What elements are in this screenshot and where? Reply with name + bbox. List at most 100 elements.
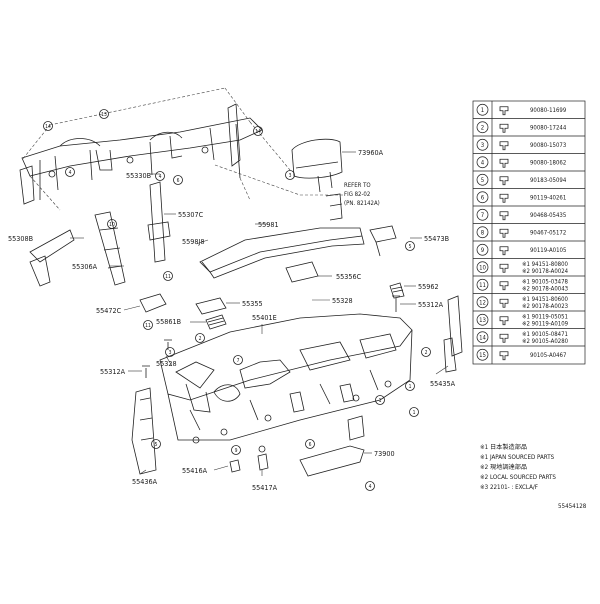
part-code: 90080-17244	[530, 124, 567, 131]
fastener-icon	[499, 106, 509, 116]
reference-number-circle	[405, 381, 415, 391]
fastener-icon	[499, 141, 509, 151]
part-code: ※1 94151-80600	[522, 296, 569, 303]
reference-number: 5	[155, 442, 158, 448]
passenger-airbag-module	[291, 138, 343, 193]
fastener-icon	[499, 123, 509, 133]
label-55473B: 55473B	[424, 234, 449, 243]
fastener-icon	[499, 246, 509, 256]
label-refer-to-2: FIG 82-02	[344, 191, 370, 198]
reference-number: 4	[159, 174, 162, 180]
reference-number: 10	[109, 222, 115, 228]
reference-number: 5	[409, 244, 412, 250]
table-row-number-circle	[476, 226, 489, 239]
label-refer-to-3: (PN. 82142A)	[344, 200, 380, 207]
label-55435A: 55435A	[430, 379, 456, 388]
label-55416A: 55416A	[182, 466, 208, 475]
table-row-number-circle	[476, 348, 489, 361]
label-55962: 55962	[418, 282, 439, 291]
assembly-leader-lines	[21, 87, 251, 211]
reference-number-circle	[195, 333, 205, 343]
reference-number-circle	[285, 170, 295, 180]
instrument-panel-main	[159, 313, 413, 444]
table-row-number: 13	[479, 317, 486, 324]
fastener-icon	[499, 158, 509, 168]
part-code: 90080-18062	[530, 159, 566, 166]
table-row-number-circle	[476, 331, 489, 344]
reference-number-circle	[65, 167, 75, 177]
footnote-japan-jp: ※1 日本製造部品	[480, 443, 527, 451]
reference-number: 13	[101, 112, 107, 118]
label-55330B: 55330B	[126, 171, 151, 180]
fastener-icon	[499, 211, 509, 221]
table-row-number: 8	[481, 229, 485, 236]
reference-number-circle	[165, 347, 175, 357]
side-vent-55962	[389, 282, 405, 299]
reference-number-circle	[421, 347, 431, 357]
part-code: ※1 94151-80800	[522, 261, 569, 268]
reference-number: 11	[165, 274, 171, 280]
label-55981: 55981	[258, 220, 279, 229]
label-73900: 73900	[374, 449, 395, 458]
side-panel-right-55435A	[443, 295, 463, 373]
reference-number: 3	[289, 173, 292, 179]
reference-number-circle	[143, 320, 153, 330]
label-55355: 55355	[242, 299, 263, 308]
reference-number-circle	[365, 481, 375, 491]
reference-number: 3	[169, 350, 172, 356]
reference-number-circle	[253, 126, 263, 136]
reference-number-circle	[173, 175, 183, 185]
glove-box-73900	[299, 415, 365, 477]
label-55472C: 55472C	[96, 306, 122, 315]
label-55436A: 55436A	[132, 477, 158, 486]
table-row-number-circle	[476, 261, 489, 274]
table-row-number-circle	[476, 208, 489, 221]
reference-number: 4	[369, 484, 372, 490]
part-code: ※1 90105-03478	[522, 279, 569, 286]
reference-number: 1	[409, 384, 412, 390]
part-code: 90468-05435	[530, 212, 566, 219]
table-row-number: 3	[481, 142, 484, 149]
label-55328-lower: 55328	[156, 359, 177, 368]
fastener-icon	[499, 281, 509, 291]
lower-small-parts	[229, 445, 269, 473]
table-row-number: 6	[481, 194, 485, 201]
label-55306A: 55306A	[72, 262, 98, 271]
part-code: 90105-A0467	[530, 352, 566, 359]
reference-number-circle	[409, 407, 419, 417]
label-55312A-left: 55312A	[100, 367, 126, 376]
reference-number-circle	[43, 121, 53, 131]
reference-number: 9	[235, 448, 238, 454]
table-row-number: 1	[481, 107, 484, 114]
reference-number: 14	[255, 129, 261, 135]
footnotes: ※1 日本製造部品 ※1 JAPAN SOURCED PARTS ※2 現地調達…	[480, 443, 587, 510]
part-code-alt: ※2 90105-A0280	[522, 338, 569, 345]
reference-number-circle	[155, 171, 165, 181]
vent-grille-55861B	[205, 314, 227, 330]
footnote-local-en: ※2 LOCAL SOURCED PARTS	[480, 474, 556, 481]
part-code: 90183-05094	[530, 177, 567, 184]
reference-number-circle	[233, 355, 243, 365]
table-row-number: 9	[481, 247, 485, 254]
fastener-icon	[499, 351, 509, 361]
brace-parts	[29, 181, 171, 287]
panel-cover-55472C	[139, 293, 167, 313]
label-73960A: 73960A	[358, 148, 384, 157]
reference-number-circle	[163, 271, 173, 281]
label-55307C: 55307C	[178, 210, 204, 219]
reference-number: 11	[145, 323, 151, 329]
reference-number: 1	[379, 398, 382, 404]
part-code: ※1 90119-05051	[522, 314, 568, 321]
reference-number: 6	[177, 178, 180, 184]
reference-number-circle	[231, 445, 241, 455]
label-55417A: 55417A	[252, 483, 278, 492]
table-row-number: 2	[481, 124, 484, 131]
fastener-icon	[499, 298, 509, 308]
table-row-number-circle	[476, 278, 489, 291]
fastener-icon	[499, 228, 509, 238]
instrument-panel-reinforcement	[19, 103, 263, 205]
fastener-icon	[499, 333, 509, 343]
reference-number-circle	[151, 439, 161, 449]
